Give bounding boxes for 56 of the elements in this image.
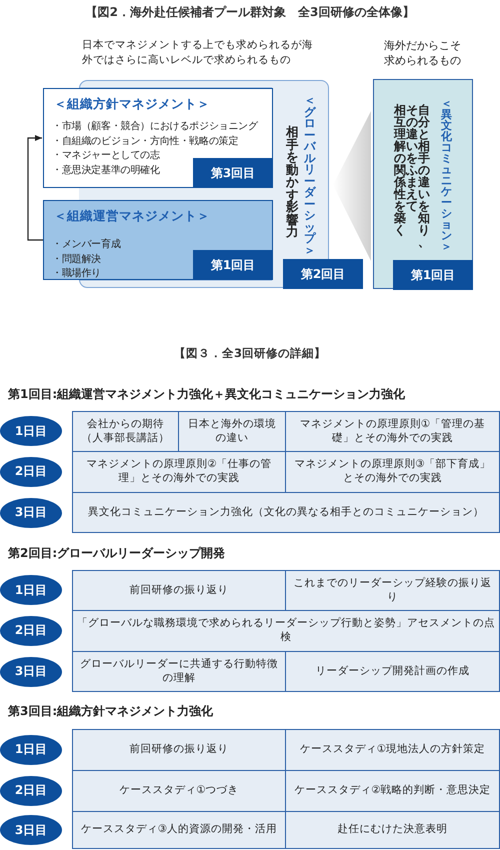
content-panel	[373, 79, 473, 289]
table-cell: 「グローバルな職務環境で求められるリーダーシップ行動と姿勢」アセスメントの点検	[72, 610, 500, 652]
table-cell: 赴任にむけた決意表明	[285, 811, 500, 849]
section-heading: 第2回目:グローバルリーダーシップ開発	[8, 545, 226, 562]
day-ellipse: 2日目	[0, 776, 62, 806]
day-ellipse: 3日目	[0, 498, 62, 528]
session-badge: 第2回目	[283, 259, 363, 289]
bullet-item: ・問題解決	[52, 252, 102, 266]
header-note: 海外だからこそ求められるもの	[384, 38, 462, 69]
day-ellipse: 2日目	[0, 456, 62, 486]
day-ellipse: 1日目	[0, 575, 62, 605]
day-ellipse: 2日目	[0, 616, 62, 646]
vertical-heading: ＜異文化コミュニケーション＞	[440, 98, 452, 252]
box-heading: ＜組織運営マネジメント＞	[54, 208, 210, 225]
table-cell: 前回研修の振り返り	[72, 729, 286, 771]
session-badge: 第3回目	[193, 158, 273, 188]
table-cell: 前回研修の振り返り	[72, 570, 286, 611]
day-ellipse: 1日目	[0, 416, 62, 446]
box-heading: ＜組織方針マネジメント＞	[54, 96, 210, 113]
table-cell: ケーススタディ①現地法人の方針策定	[285, 729, 500, 771]
table-cell: これまでのリーダーシップ経験の振り返り	[285, 570, 500, 611]
table-cell: マネジメントの原理原則②「仕事の管理」とその海外での実践	[72, 451, 286, 493]
day-ellipse: 1日目	[0, 734, 62, 764]
figure-title: 【図３．全3回研修の詳細】	[172, 346, 327, 361]
table-cell: 日本と海外の環境の違い	[178, 411, 286, 452]
table-cell: ケーススタディ①つづき	[72, 770, 286, 812]
figure-title: 【図2．海外赴任候補者プール群対象 全3回研修の全体像】	[84, 4, 416, 21]
vertical-text: 相互理解の関係性を築く	[393, 104, 406, 236]
bullet-item: ・市場（顧客・競合）におけるポジショニング	[52, 120, 258, 133]
bullet-item: ・意思決定基準の明確化	[52, 164, 160, 176]
vertical-text: 相手を動かす影響力	[285, 126, 298, 238]
vertical-text: その違いをふまえて	[406, 104, 418, 212]
table-cell: グローバルリーダーに共通する行動特徴の理解	[72, 651, 286, 692]
table-cell: リーダーシップ開発計画の作成	[285, 651, 500, 692]
table-cell: マネジメントの原理原則①「管理の基礎」とその海外での実践	[285, 411, 500, 452]
session-badge: 第1回目	[393, 260, 473, 290]
bullet-item: ・メンバー育成	[52, 238, 121, 251]
bullet-item: ・職場作り	[52, 266, 102, 280]
table-cell: 会社からの期待（人事部長講話）	[72, 411, 179, 452]
elbow-arrow	[27, 135, 43, 241]
header-note: 日本でマネジメントする上でも求められるが海外ではさらに高いレベルで求められるもの	[82, 38, 314, 68]
day-ellipse: 3日目	[0, 656, 62, 686]
table-cell: 異文化コミュニケーション力強化（文化の異なる相手とのコミュニケーション）	[72, 492, 500, 533]
bullet-item: ・マネジャーとしての志	[52, 148, 160, 162]
table-cell: マネジメントの原理原則③「部下育成」とその海外での実践	[285, 451, 500, 493]
bullet-item: ・自組織のビジョン・方向性・戦略の策定	[52, 134, 238, 148]
section-heading: 第3回目:組織方針マネジメント力強化	[8, 703, 214, 720]
content-box	[43, 200, 273, 280]
vertical-heading: ＜グローバルリーダーシップ＞	[303, 95, 316, 256]
session-badge: 第1回目	[193, 250, 273, 280]
content-box	[43, 88, 273, 188]
section-heading: 第1回目:組織運営マネジメント力強化＋異文化コミュニケーション力強化	[8, 386, 406, 403]
table-cell: ケーススタディ②戦略的判断・意思決定	[285, 770, 500, 812]
day-ellipse: 3日目	[0, 815, 62, 845]
vertical-text: 自分と相手の違いを知り、	[418, 104, 430, 248]
table-cell: ケーススタディ③人的資源の開発・活用	[72, 811, 286, 849]
